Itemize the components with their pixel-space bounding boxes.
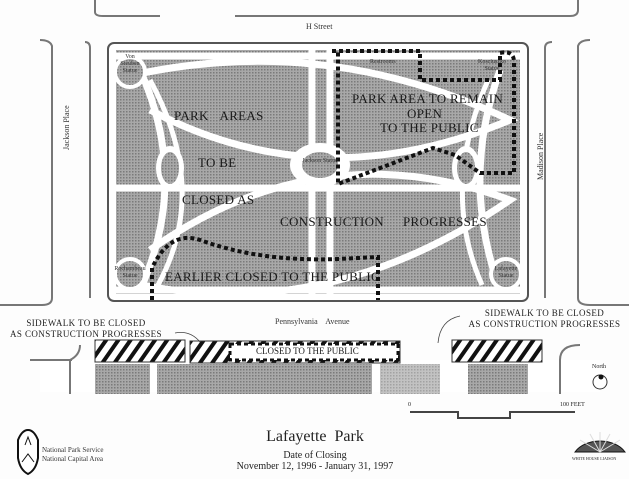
sidewalk-note-right-line1: SIDEWALK TO BE CLOSED (484, 308, 605, 318)
label-construction: CONSTRUCTION (280, 214, 384, 229)
label-closed-as: CLOSED AS (182, 192, 255, 207)
park-walkways (116, 50, 520, 298)
h-street-label: H Street (306, 22, 333, 31)
label-open-3: TO THE PUBLIC (380, 120, 479, 135)
rochambeau-label: Rochambeau Statue (114, 266, 146, 279)
agency-line1: National Park Service (42, 446, 104, 454)
label-progresses: PROGRESSES (403, 214, 487, 229)
lafayette-statue (489, 257, 523, 291)
agency-block: National Park Service National Capital A… (42, 446, 103, 464)
von-steuben-statue (113, 55, 147, 89)
map-subtitle: Date of Closing (283, 450, 347, 461)
madison-place-label: Madison Place (536, 132, 545, 180)
map-title: Lafayette Park (266, 428, 364, 445)
logo-caption: WHITE HOUSE LIAISON (572, 456, 617, 461)
label-park-areas: PARK AREAS (174, 108, 264, 123)
label-earlier-closed: EARLIER CLOSED TO THE PUBLIC (165, 269, 380, 284)
sidewalk-note-right: SIDEWALK TO BE CLOSED AS CONSTRUCTION PR… (462, 308, 627, 330)
sidewalk-note-left-line1: SIDEWALK TO BE CLOSED (26, 318, 146, 328)
label-to-be: TO BE (198, 155, 237, 170)
kosciuszko-label: Kosciuszko Statue (478, 59, 506, 72)
agency-line2: National Capital Area (42, 455, 104, 463)
earlier-closed-boundary (150, 235, 380, 300)
open-area-boundary (332, 49, 516, 187)
rochambeau-statue (113, 257, 147, 291)
von-steuben-label: Von Steuben Statue (120, 54, 140, 74)
jackson-statue-label: Jackson Statue (302, 158, 338, 164)
north-label: North (592, 364, 606, 370)
jackson-statue (302, 152, 338, 178)
jackson-place-label: Jackson Place (62, 105, 71, 150)
scale-start-label: 0 (408, 402, 411, 408)
sidewalk-closed-now (228, 342, 400, 362)
sidewalk-closed-left (94, 339, 186, 363)
label-open-2: OPEN (407, 106, 443, 121)
sidewalk-note-left: SIDEWALK TO BE CLOSED AS CONSTRUCTION PR… (6, 318, 166, 340)
pennsylvania-avenue-label: Pennsylvania Avenue (275, 317, 350, 326)
sidewalk-note-left-line2: AS CONSTRUCTION PROGRESSES (10, 329, 162, 339)
label-open-1: PARK AREA TO REMAIN (352, 91, 504, 106)
sidewalk-closed-right (451, 339, 543, 363)
street-curbs (0, 0, 629, 306)
scale-bar (410, 411, 575, 419)
restrooms-label: Restrooms (370, 59, 396, 65)
scale-end-label: 100 FEET (560, 402, 585, 408)
pennsylvania-sidewalk (30, 315, 600, 394)
nps-arrowhead-logo (17, 428, 39, 476)
title-block: Lafayette Park Date of Closing November … (200, 428, 430, 472)
closing-dates: November 12, 1996 - January 31, 1997 (236, 461, 394, 472)
closed-to-public-label: CLOSED TO THE PUBLIC (256, 346, 359, 356)
sidewalk-note-right-line2: AS CONSTRUCTION PROGRESSES (468, 319, 621, 329)
lafayette-statue-label: Lafayette Statue (494, 266, 518, 279)
